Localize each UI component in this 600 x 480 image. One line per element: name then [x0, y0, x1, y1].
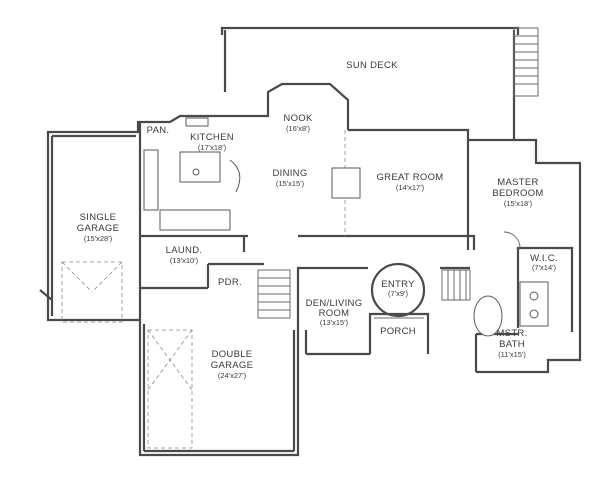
bath-fixtures [473, 281, 549, 337]
wic-dim: (7'x14') [532, 263, 557, 272]
outer-walls [39, 82, 582, 457]
wic-label: W.I.C. [530, 253, 558, 264]
dining-dim: (15'x15') [276, 179, 305, 188]
interior-walls [138, 122, 574, 356]
double-garage-label-2: GARAGE [211, 360, 253, 371]
laund-label: LAUND. [166, 245, 203, 256]
entry-rotunda [370, 262, 426, 318]
single-garage-label-1: SINGLE [80, 212, 117, 223]
double-garage-label-1: DOUBLE [212, 349, 253, 360]
pan-label: PAN. [147, 125, 170, 136]
bedroom-door [503, 231, 521, 249]
porch-label: PORCH [380, 326, 416, 337]
kitchen-dim: (17'x18') [198, 143, 227, 152]
laund-dim: (13'x10') [170, 256, 199, 265]
sun-deck [220, 26, 539, 140]
single-garage-label-2: GARAGE [77, 223, 119, 234]
double-garage-dim: (24'x27') [218, 371, 247, 380]
mstr-bath-dim: (11'x15') [498, 350, 526, 359]
master-bedroom-label-1: MASTER [497, 177, 538, 188]
entry-label: ENTRY [381, 279, 415, 290]
mstr-bath-label-2: BATH [499, 339, 525, 350]
master-bedroom-dim: (15'x18') [504, 199, 533, 208]
den-living-dim: (13'x15') [320, 318, 349, 327]
pdr-label: PDR. [218, 277, 242, 288]
nook-label: NOOK [283, 113, 313, 124]
nook-dim: (16'x8') [286, 124, 311, 133]
den-living-label-1: DEN/LIVING [306, 298, 363, 309]
dining-table [331, 130, 361, 236]
dining-label: DINING [272, 168, 307, 179]
great-room-label: GREAT ROOM [376, 172, 443, 183]
deck-stairs [513, 27, 539, 97]
entry-dim: (7'x9') [388, 289, 408, 298]
kitchen-fixtures [143, 117, 241, 231]
sun-deck-label: SUN DECK [346, 60, 398, 71]
great-room-dim: (14'x17') [396, 183, 425, 192]
single-garage-dim: (15'x28') [84, 234, 113, 243]
den-living-label-2: ROOM [319, 308, 350, 319]
master-bedroom-label-2: BEDROOM [492, 188, 543, 199]
kitchen-label: KITCHEN [190, 132, 234, 143]
mstr-bath-label-1: MSTR. [496, 328, 527, 339]
